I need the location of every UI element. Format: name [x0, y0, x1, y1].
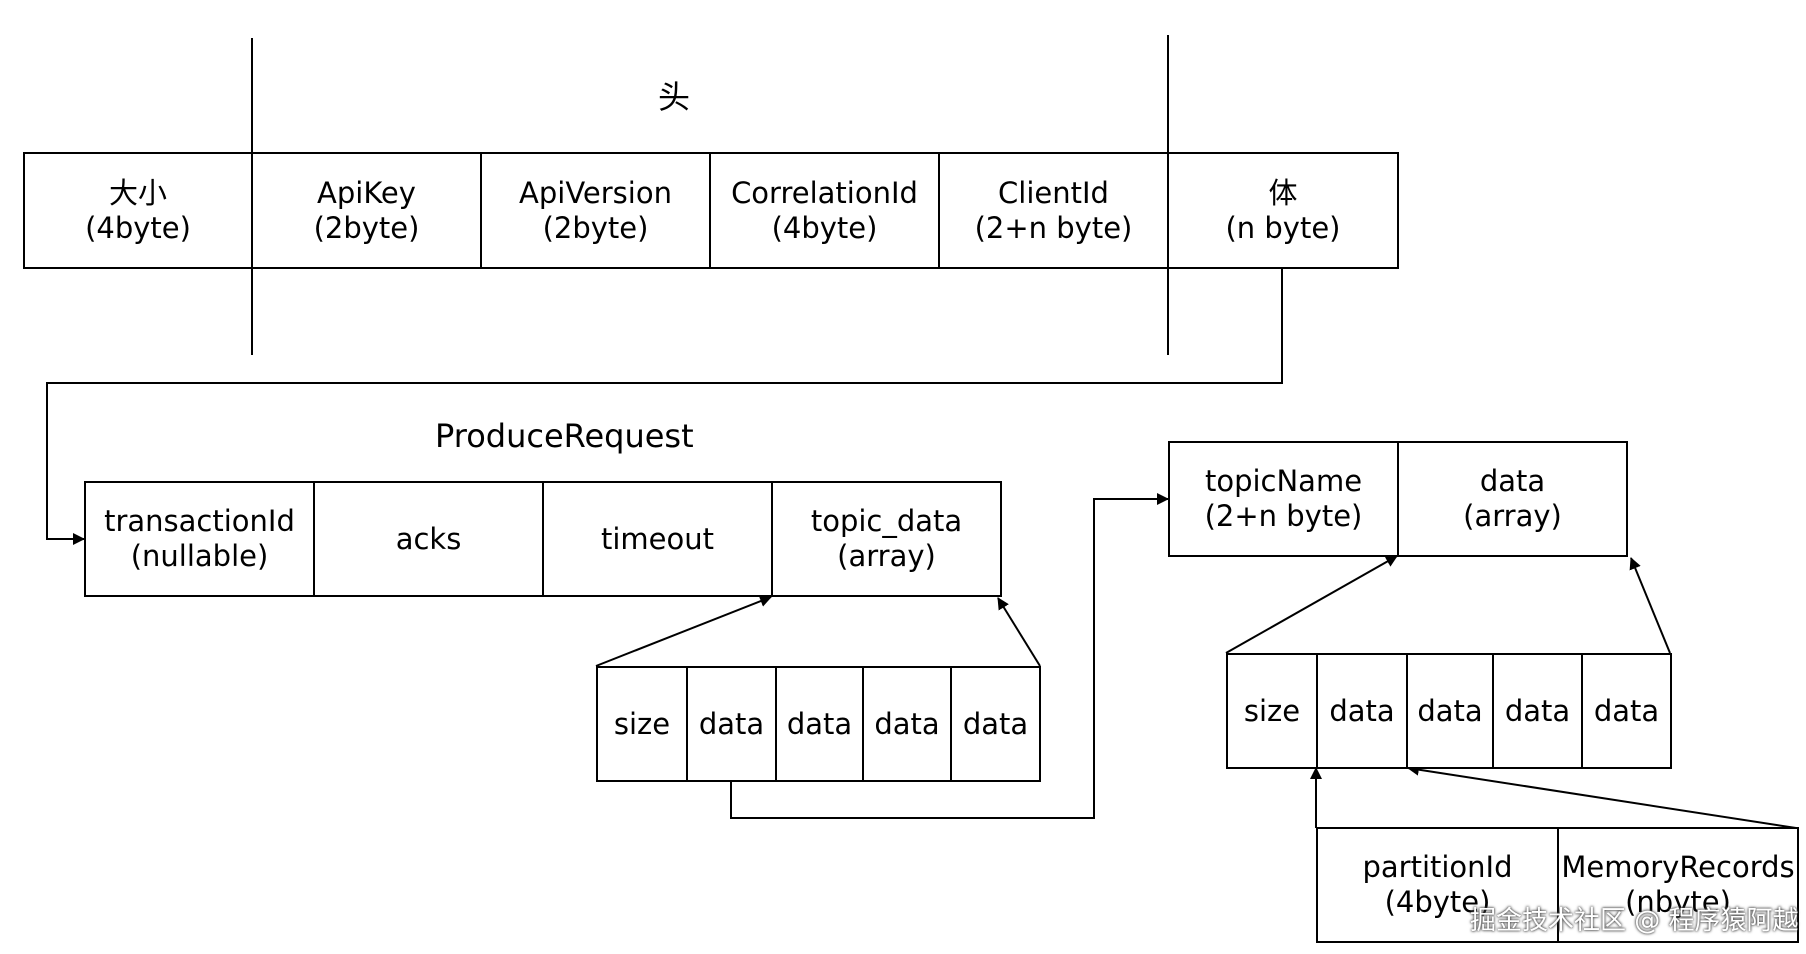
topic-entry-topicname: topicName (2+n byte) — [1168, 441, 1399, 557]
request-cell-transactionid: transactionId (nullable) — [84, 481, 315, 597]
header-cell-body: 体 (n byte) — [1167, 152, 1399, 269]
request-cell-timeout: timeout — [542, 481, 773, 597]
partition-entry-memoryrecords: MemoryRecords (nbyte) — [1557, 827, 1799, 943]
produce-request-title: ProduceRequest — [435, 417, 694, 455]
request-cell-acks: acks — [313, 481, 544, 597]
topic-array-data-3: data — [862, 666, 952, 782]
header-cell-apikey: ApiKey (2byte) — [251, 152, 482, 269]
partition-array-size: size — [1226, 653, 1318, 769]
topic-data-to-entry-connector — [730, 493, 1169, 819]
topic-array-right-arrow — [997, 597, 1041, 667]
partition-array-data-2: data — [1406, 653, 1494, 769]
topic-array-left-arrow — [595, 595, 772, 667]
header-cell-size: 大小 (4byte) — [23, 152, 253, 269]
watermark: 掘金技术社区 @ 程序猿阿越 — [1470, 906, 1799, 936]
topic-entry-data: data (array) — [1397, 441, 1628, 557]
topic-array-size: size — [596, 666, 688, 782]
topic-array-data-2: data — [775, 666, 864, 782]
body-to-request-connector — [46, 268, 1283, 545]
partition-array-data-1: data — [1316, 653, 1408, 769]
header-cell-correlationid: CorrelationId (4byte) — [709, 152, 940, 269]
request-cell-topic-data: topic_data (array) — [771, 481, 1002, 597]
header-cell-clientid: ClientId (2+n byte) — [938, 152, 1169, 269]
partition-entry-right-arrow — [1407, 763, 1797, 829]
partition-array-data-3: data — [1492, 653, 1583, 769]
topic-array-data-1: data — [686, 666, 777, 782]
partition-array-left-arrow — [1225, 555, 1398, 654]
topic-array-data-4: data — [950, 666, 1041, 782]
header-cell-apiversion: ApiVersion (2byte) — [480, 152, 711, 269]
partition-array-data-4: data — [1581, 653, 1672, 769]
header-label: 头 — [658, 78, 691, 116]
partition-array-right-arrow — [1629, 557, 1671, 654]
